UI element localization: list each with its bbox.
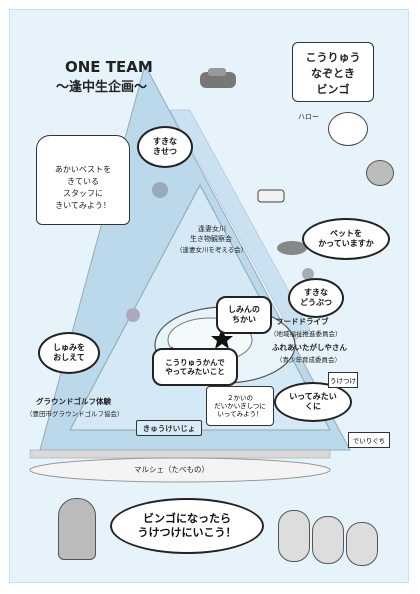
child-character-icon-1 (278, 510, 310, 562)
team-title: ONE TEAM (65, 58, 153, 76)
red-vest-icon: あかいベストを きている スタッフに きいてみよう！ (36, 135, 130, 225)
bingo-sheet: ONE TEAM 〜逢中生企画〜 こうりゅう なぞとき ビンゴ ハロー あかいベ… (9, 9, 409, 583)
bubble-hobby: しゅみを おしえて (38, 332, 100, 374)
star-marker-1 (211, 328, 233, 349)
child-character-icon-3 (346, 522, 378, 566)
vest-text-2: きている (67, 177, 99, 186)
river-label-1: 逢妻女川 (198, 225, 226, 233)
hello-text: ハロー (298, 113, 319, 121)
river-label-2: 生き物観察会 (190, 235, 232, 243)
marche-label: マルシェ（たべもの） (134, 465, 209, 474)
second-floor-text: ２かいの だいかいぎしつに いってみよう！ (214, 393, 266, 419)
reception-text: うけつけ (330, 377, 356, 385)
team-subtitle: 〜逢中生企画〜 (56, 80, 148, 95)
vest-text-4: きいてみよう！ (55, 201, 111, 210)
bubble-favorite-animal: すきな どうぶつ (288, 278, 344, 318)
bubble-citizen-hall: しみんの ちかい (216, 296, 272, 334)
ground-golf-org: （豊田市グラウンドゴルフ協会） (26, 410, 124, 418)
river-label-3: （逢妻女川を考える会） (176, 246, 248, 254)
mascot-character-icon (58, 498, 96, 560)
second-floor-note: ２かいの だいかいぎしつに いってみよう！ (206, 386, 274, 426)
food-drive-org: （地域福祉推進委員会） (270, 330, 342, 338)
bingo-title-line3: ビンゴ (316, 83, 350, 96)
bingo-title-line1: こうりゅう (305, 51, 361, 64)
octopus-character-icon (366, 160, 394, 186)
girl-character-icon (328, 112, 368, 146)
entrance-label: でいりぐち (348, 432, 390, 448)
bubble-favorite-season: すきな きせつ (137, 126, 193, 168)
ground-golf-label: グラウンドゴルフ体験 (36, 397, 111, 406)
rest-area-text: きゅうけいじょ (142, 423, 196, 433)
reception-label: うけつけ (328, 372, 358, 388)
food-drive-label: フードドライブ (276, 317, 329, 326)
entrance-text: でいりぐち (352, 437, 386, 445)
rest-area-label: きゅうけいじょ (136, 420, 202, 436)
venue-map (29, 63, 351, 483)
child-character-icon-2 (312, 516, 344, 564)
bubble-pets: ペットを かっていますか (302, 218, 390, 260)
vest-text-1: あかいベストを (54, 165, 112, 174)
fureai-org: （青少年育成委員会） (276, 356, 341, 364)
bubble-dream-place: いってみたい くに (274, 382, 352, 422)
bubble-what-to-do: こうりゅうかんで やってみたいこと (152, 348, 238, 386)
bingo-title-line2: なぞとき (311, 67, 355, 80)
bingo-prompt-bubble: ビンゴになったら うけつけにいこう！ (110, 498, 264, 554)
vest-text-3: スタッフに (63, 189, 103, 198)
fureai-label: ふれあいたがしやさん (272, 343, 347, 352)
bingo-title-box: こうりゅう なぞとき ビンゴ (292, 42, 374, 102)
